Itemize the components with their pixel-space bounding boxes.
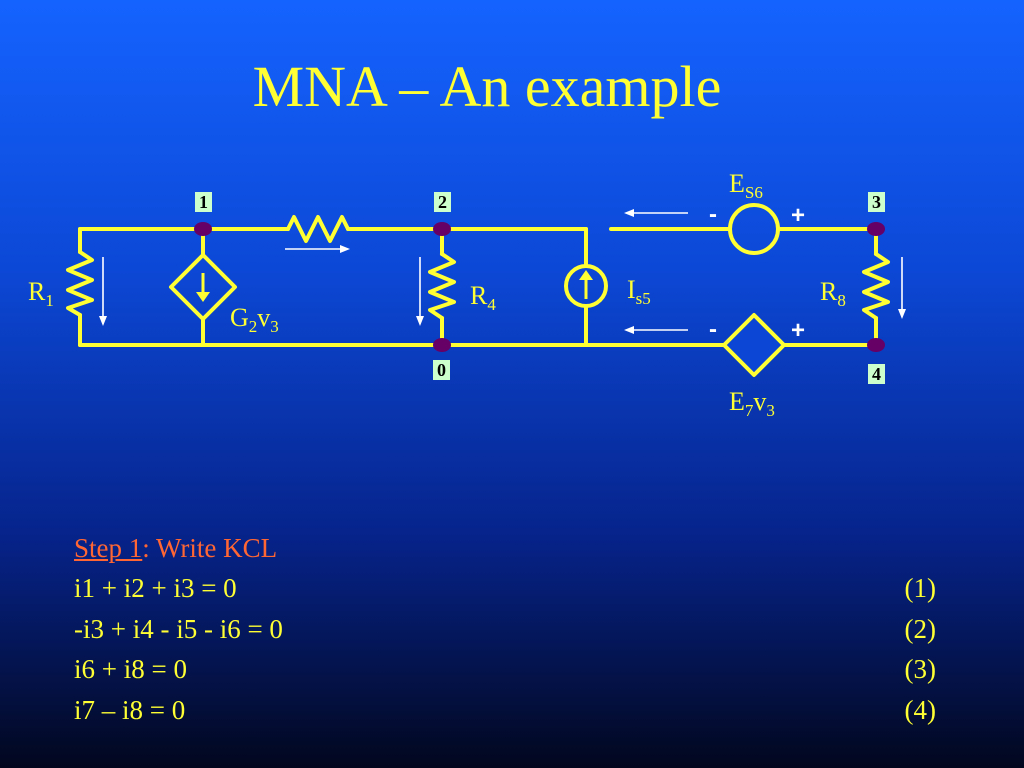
node-dot-4 (867, 338, 885, 352)
node-dot-1 (194, 222, 212, 236)
label-r8: R8 (820, 277, 846, 310)
label-e7v3: E7v3 (729, 387, 775, 420)
node-label-bg-3 (868, 192, 885, 212)
step-description: : Write KCL (142, 533, 278, 563)
label-r4: R4 (470, 281, 496, 314)
resistor-top-zigzag (286, 215, 350, 243)
e7-minus-sign: - (709, 316, 717, 343)
is5-arrow-head (579, 270, 593, 280)
node-label-0: 0 (437, 360, 446, 380)
circuit-diagram: 1 2 3 0 4 R1 G2v3 R4 Is5 ES6 R8 E7v3 - +… (28, 169, 906, 420)
equation-number: (4) (904, 694, 936, 725)
node-label-bg-1 (195, 192, 212, 212)
slide-title: MNA – An example (252, 54, 722, 119)
node-label-3: 3 (872, 192, 881, 212)
equation-text: i7 – i8 = 0 (74, 694, 186, 725)
e7-plus-sign: + (791, 317, 805, 344)
node-dot-0 (433, 338, 451, 352)
equation-number: (3) (904, 654, 936, 684)
voltage-source-es6 (728, 203, 780, 255)
g2-arrow-head (196, 292, 210, 302)
equation-text: -i3 + i4 - i5 - i6 = 0 (74, 613, 283, 644)
node-dot-3 (867, 222, 885, 236)
current-arrow-r8-head (898, 309, 906, 319)
es6-minus-sign: - (709, 201, 717, 228)
label-is5: Is5 (627, 275, 651, 308)
equation-row: -i3 + i4 - i5 - i6 = 0 (2) (74, 609, 936, 650)
equation-list: i1 + i2 + i3 = 0 (1) -i3 + i4 - i5 - i6 … (74, 568, 936, 730)
current-arrow-es6-head (624, 209, 634, 217)
resistor-r4-zigzag (428, 252, 456, 320)
node-label-bg-2 (434, 192, 451, 212)
label-es6: ES6 (729, 169, 763, 202)
step-heading: Step 1: Write KCL (74, 528, 277, 568)
equation-number: (1) (904, 573, 936, 603)
equation-row: i6 + i8 = 0 (3) (74, 649, 936, 690)
node-dot-2 (433, 222, 451, 236)
node-label-4: 4 (872, 364, 881, 384)
equation-number: (2) (904, 613, 936, 644)
equation-row: i1 + i2 + i3 = 0 (1) (74, 568, 936, 609)
resistor-r1-zigzag (66, 250, 94, 317)
step-link: Step 1 (74, 533, 143, 563)
node-label-1: 1 (199, 192, 208, 212)
current-arrow-r1-head (99, 316, 107, 326)
equation-text: i1 + i2 + i3 = 0 (74, 573, 237, 603)
label-r1: R1 (28, 277, 54, 310)
current-arrow-resistor-top-head (340, 245, 350, 253)
current-arrow-r4-head (416, 316, 424, 326)
dependent-source-e7 (722, 313, 786, 377)
es6-plus-sign: + (791, 202, 805, 229)
node-label-bg-0 (433, 360, 450, 380)
node-label-2: 2 (438, 192, 447, 212)
resistor-r8-zigzag (862, 252, 890, 320)
equation-row: i7 – i8 = 0 (4) (74, 690, 936, 731)
label-g2v3: G2v3 (230, 303, 279, 336)
equation-text: i6 + i8 = 0 (74, 654, 187, 684)
node-label-bg-4 (868, 364, 885, 384)
current-arrow-e7-head (624, 326, 634, 334)
